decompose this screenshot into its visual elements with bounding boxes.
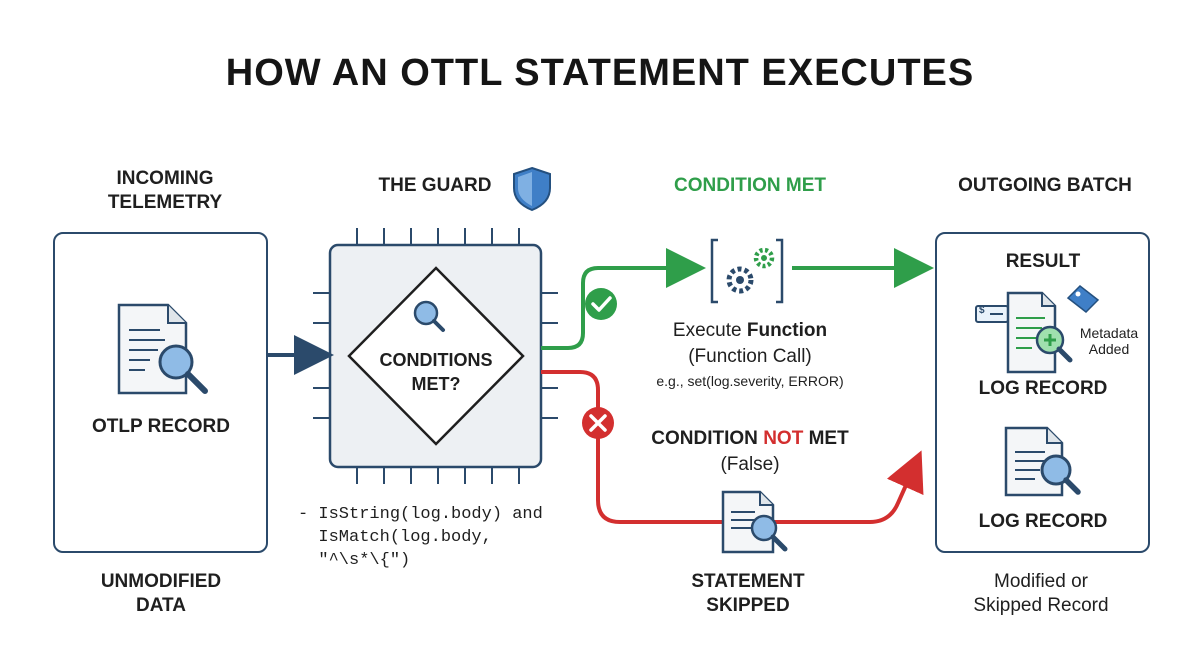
- shield-icon: [513, 166, 551, 212]
- decision-diamond: [347, 266, 525, 446]
- log-record-unmodified-label: LOG RECORD: [978, 511, 1108, 532]
- false-label: (False): [720, 454, 780, 475]
- check-icon: [585, 288, 617, 320]
- skipped-document-icon: [721, 490, 788, 554]
- metadata-added-label: Metadata Added: [1079, 325, 1139, 357]
- execute-prefix: Execute: [672, 320, 747, 341]
- log-record-modified-label: LOG RECORD: [978, 378, 1108, 399]
- function-call-label: (Function Call): [688, 346, 812, 367]
- condition-not-met-arrow: [541, 370, 924, 524]
- function-gears-icon: [710, 238, 784, 304]
- diagram-title: HOW AN OTTL STATEMENT EXECUTES: [225, 52, 975, 94]
- magnifier-icon: [413, 300, 445, 332]
- condition-not-met-label: CONDITION NOT MET: [630, 428, 870, 450]
- guard-condition-code: - IsString(log.body) and IsMatch(log.bod…: [298, 505, 543, 570]
- tag-icon: [1066, 285, 1100, 313]
- function-example-label: e.g., set(log.severity, ERROR): [656, 373, 844, 389]
- otlp-record-label: OTLP RECORD: [92, 416, 230, 437]
- outgoing-batch-header: OUTGOING BATCH: [958, 175, 1132, 196]
- execute-function-label: Execute Function: [640, 320, 860, 342]
- dollar-tag-label: $: [979, 305, 985, 316]
- document-search-icon: [117, 303, 208, 395]
- unmodified-data-label: UNMODIFIED DATA: [100, 571, 222, 616]
- the-guard-header: THE GUARD: [378, 175, 492, 196]
- conditions-met-label: CONDITIONS MET?: [379, 350, 493, 394]
- outgoing-box: [935, 232, 1150, 553]
- condition-met-header: CONDITION MET: [674, 175, 826, 196]
- condition-met-arrow: [541, 248, 706, 350]
- modified-document-icon: [975, 291, 1073, 374]
- result-label: RESULT: [1005, 251, 1081, 272]
- incoming-telemetry-header: INCOMING TELEMETRY: [107, 168, 223, 213]
- execute-function-bold: Function: [746, 320, 828, 341]
- x-icon: [582, 407, 614, 439]
- not-met-prefix: CONDITION: [651, 428, 764, 449]
- modified-or-skipped-label: Modified or Skipped Record: [973, 571, 1109, 616]
- guard-chip-pins: [313, 228, 558, 484]
- not-met-suffix: MET: [803, 428, 849, 449]
- unmodified-document-icon: [1004, 426, 1081, 497]
- not-word: NOT: [763, 428, 804, 449]
- statement-skipped-label: STATEMENT SKIPPED: [691, 571, 805, 616]
